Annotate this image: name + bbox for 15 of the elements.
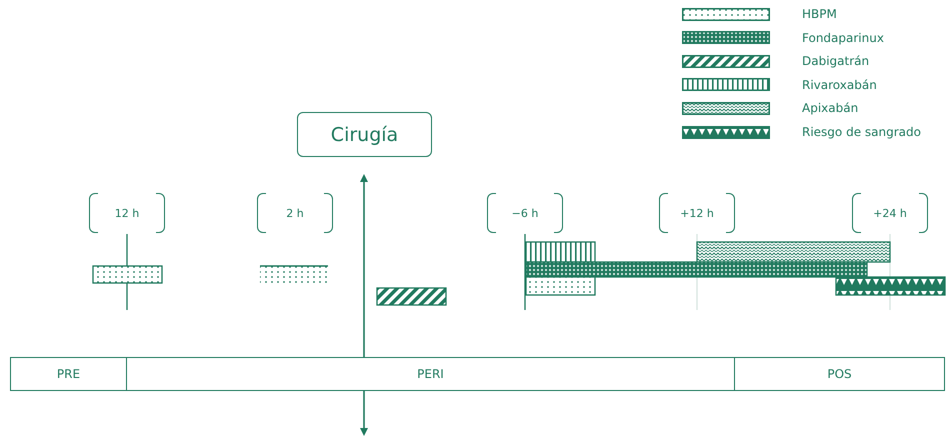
legend-label: Dabigatrán [802, 54, 870, 68]
time-marker: −6 h [487, 193, 563, 233]
time-marker: +24 h [852, 193, 928, 233]
legend-label: Apixabán [802, 101, 858, 116]
time-marker: +12 h [659, 193, 735, 233]
legend-label: HBPM [802, 7, 837, 21]
phase-band: PRE [10, 357, 127, 391]
surgery-box: Cirugía [297, 112, 432, 157]
phase-band: POS [735, 357, 945, 391]
legend-label: Fondaparinux [802, 30, 884, 45]
legend-label: Riesgo de sangrado [802, 125, 921, 139]
time-marker: 12 h [89, 193, 165, 233]
phase-band: PERI [127, 357, 735, 391]
time-marker: 2 h [257, 193, 333, 233]
legend-label: Rivaroxabán [802, 78, 877, 92]
